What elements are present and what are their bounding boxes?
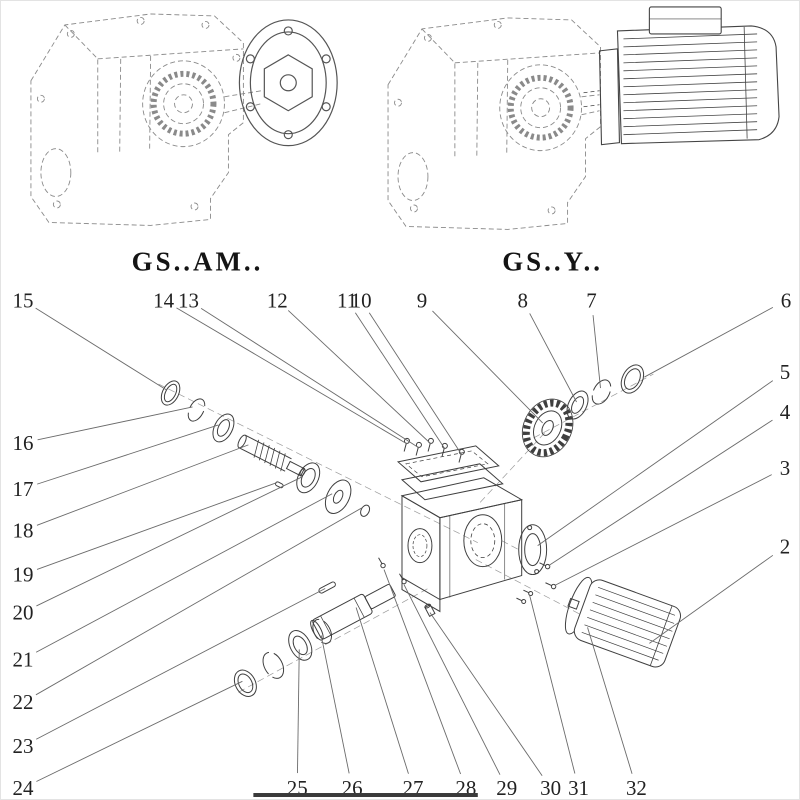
leader-line-27 (355, 607, 409, 774)
leader-line-20 (36, 476, 303, 607)
part-ring-22 (360, 504, 371, 517)
leader-line-5 (537, 380, 774, 547)
part-number-4: 4 (780, 400, 791, 424)
exploded-view-drawing (158, 364, 682, 697)
part-number-2: 2 (780, 535, 790, 559)
part-bearing-20 (296, 462, 321, 494)
part-number-22: 22 (12, 690, 33, 714)
leader-line-28 (383, 569, 462, 775)
part-number-13: 13 (178, 288, 199, 312)
leader-line-23 (36, 588, 326, 740)
part-number-9: 9 (417, 288, 427, 312)
fastener-3 (545, 582, 557, 590)
circlip-mid (262, 651, 285, 679)
leader-line-12 (287, 310, 432, 445)
leader-line-22 (35, 507, 363, 696)
leader-line-32 (587, 627, 633, 774)
leader-line-8 (529, 313, 577, 403)
part-number-14: 14 (153, 288, 174, 312)
cover-bolts (403, 437, 465, 463)
part-number-3: 3 (780, 456, 790, 480)
seal-24 (233, 669, 257, 697)
flange-am-drawing (238, 19, 338, 147)
screw-28 (378, 557, 386, 569)
leader-line-6 (644, 306, 774, 378)
leader-line-10 (368, 312, 463, 456)
gearbox-y-drawing (387, 17, 601, 230)
plug-30 (424, 603, 436, 617)
bearing-25 (288, 630, 313, 661)
fasteners-31 (516, 589, 534, 604)
part-number-31: 31 (568, 776, 589, 799)
part-number-17: 17 (12, 477, 33, 501)
part-number-18: 18 (12, 519, 33, 543)
leader-line-11 (354, 312, 446, 450)
cover-plate-12 (396, 445, 500, 483)
part-number-8: 8 (517, 288, 527, 312)
part-number-16: 16 (12, 431, 33, 455)
leader-line-4 (548, 419, 773, 566)
gearbox-am-drawing (30, 13, 262, 226)
bottom-crop-mark (253, 793, 478, 798)
leader-line-16 (37, 406, 193, 441)
part-number-20: 20 (12, 600, 33, 624)
housing-body (400, 477, 524, 613)
output-shaft-27 (310, 583, 396, 641)
circlip-26 (312, 618, 333, 644)
leader-line-25 (297, 649, 300, 774)
leader-line-26 (320, 635, 350, 774)
leader-line-31 (529, 595, 576, 774)
leader-line-7 (592, 315, 601, 389)
part-number-19: 19 (12, 563, 33, 587)
leader-line-21 (35, 493, 333, 653)
leader-line-9 (432, 310, 543, 424)
part-number-12: 12 (267, 288, 288, 312)
leader-line-18 (36, 444, 249, 526)
output-flange-5 (518, 524, 548, 576)
assembly-axes (158, 373, 654, 693)
model-label-am: GS..AM.. (132, 246, 264, 276)
part-washer-21 (324, 479, 352, 515)
part-number-7: 7 (586, 288, 596, 312)
part-number-21: 21 (12, 647, 33, 671)
part-number-15: 15 (12, 288, 33, 312)
motor-y-drawing (583, 6, 780, 146)
leader-line-13 (200, 307, 420, 449)
leader-line-24 (36, 680, 243, 782)
part-seal-15 (160, 380, 181, 406)
key-23 (318, 581, 336, 594)
fastener-4 (539, 562, 551, 570)
gasket-plate (400, 463, 504, 501)
part-circlip-16 (187, 398, 206, 422)
gear-9 (521, 398, 574, 458)
motor-2 (564, 576, 682, 668)
part-pin-19 (275, 481, 284, 489)
part-number-23: 23 (12, 734, 33, 758)
leader-line-19 (36, 482, 277, 570)
leader-line-14 (176, 307, 408, 445)
bearing-8 (566, 390, 589, 420)
part-number-32: 32 (626, 776, 647, 799)
part-number-29: 29 (496, 776, 517, 799)
circlip-7 (591, 379, 612, 405)
part-bearing-17 (212, 413, 235, 443)
leader-line-3 (554, 474, 772, 586)
part-number-30: 30 (540, 776, 561, 799)
leader-line-2 (649, 554, 774, 644)
leader-line-15 (35, 307, 167, 391)
part-worm-shaft-18 (237, 434, 306, 477)
leader-line-30 (429, 612, 543, 776)
leader-line-17 (37, 424, 219, 485)
part-number-11: 11 (337, 288, 357, 312)
part-number-24: 24 (12, 776, 33, 799)
part-number-10: 10 (351, 288, 372, 312)
seal-6 (620, 364, 645, 394)
part-number-5: 5 (780, 360, 790, 384)
model-label-y: GS..Y.. (502, 246, 603, 276)
part-number-6: 6 (781, 288, 791, 312)
screw-29 (399, 573, 407, 585)
leader-line-29 (403, 584, 501, 775)
